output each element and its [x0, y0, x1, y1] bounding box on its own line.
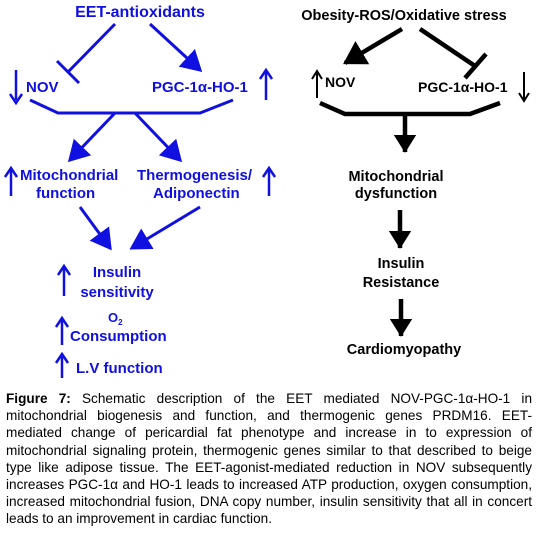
lv-function-label: L.V function	[76, 360, 163, 377]
dysfunction-label: dysfunction	[355, 186, 437, 202]
right-panel: Obesity-ROS/Oxidative stress NOV PGC-1α-…	[301, 8, 530, 358]
pgc-label: PGC-1α-HO-1	[152, 79, 248, 96]
arrow-to-pgc	[148, 22, 203, 73]
arrow-mito-to-insulin	[78, 206, 112, 251]
arrow-to-thermo	[133, 111, 183, 163]
arrow-to-mito	[67, 111, 117, 163]
inhibit-bar-pgc	[463, 52, 488, 80]
nov-down-arrow	[8, 70, 24, 106]
cardiomyopathy-label: Cardiomyopathy	[347, 342, 461, 358]
nov-label: NOV	[26, 79, 59, 96]
figure-label: Figure 7:	[6, 391, 71, 406]
mito-function-line1: Mitochondrial	[20, 167, 118, 184]
nov-pgc-bracket	[29, 98, 234, 115]
pathway-diagram: EET-antioxidants NOV PGC-1α-HO-1 Mitocho…	[3, 4, 530, 378]
insulin-up-arrow	[56, 263, 72, 296]
o2-label: O2	[108, 310, 123, 327]
adiponectin-label: Adiponectin	[153, 185, 240, 202]
right-pgc-label: PGC-1α-HO-1	[418, 79, 508, 95]
lv-up-arrow	[54, 351, 70, 378]
thermogenesis-label: Thermogenesis/	[137, 167, 253, 184]
right-nov-up-arrow	[311, 69, 323, 98]
resistance-label: Resistance	[363, 275, 440, 291]
pgc-up-arrow	[258, 67, 274, 100]
eet-antioxidants-label: EET-antioxidants	[75, 4, 205, 21]
thermo-up-arrow	[261, 165, 277, 196]
inhibit-line-pgc	[418, 27, 477, 68]
right-nov-label: NOV	[325, 74, 356, 90]
consumption-label: Consumption	[70, 328, 167, 345]
right-pgc-down-arrow	[518, 72, 530, 103]
o2-up-arrow	[54, 315, 70, 345]
inhibit-line-nov	[66, 22, 117, 74]
left-panel: EET-antioxidants NOV PGC-1α-HO-1 Mitocho…	[3, 4, 277, 378]
arrow-to-nov	[343, 27, 404, 65]
figure-caption: Figure 7: Schematic description of the E…	[6, 390, 532, 528]
inhibit-bar-nov	[55, 59, 81, 85]
arrow-thermo-to-insulin	[129, 205, 201, 250]
right-mito-label: Mitochondrial	[348, 169, 443, 185]
mito-function-line2: function	[36, 185, 95, 202]
mito-up-arrow	[3, 165, 19, 196]
obesity-ros-label: Obesity-ROS/Oxidative stress	[301, 8, 507, 24]
sensitivity-label: sensitivity	[80, 284, 154, 301]
insulin-label: Insulin	[93, 264, 141, 281]
caption-text: Schematic description of the EET mediate…	[6, 391, 533, 527]
right-bracket	[319, 100, 501, 117]
right-insulin-label: Insulin	[378, 256, 425, 272]
